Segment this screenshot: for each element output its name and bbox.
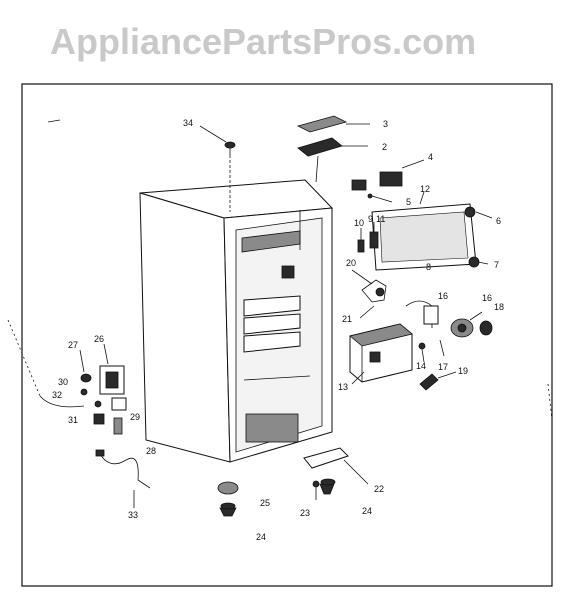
callout-33: 33 bbox=[128, 510, 138, 520]
callout-16-overload: 16 bbox=[482, 293, 492, 303]
left-hardware-parts bbox=[7, 319, 127, 435]
callout-13: 13 bbox=[338, 382, 348, 392]
callout-24-left: 24 bbox=[256, 532, 266, 542]
callout-25: 25 bbox=[260, 498, 270, 508]
callout-17: 17 bbox=[438, 362, 448, 372]
callout-16-relay: 16 bbox=[438, 291, 448, 301]
top-cover-part bbox=[296, 115, 370, 183]
callout-14: 14 bbox=[416, 361, 426, 371]
callout-7: 7 bbox=[494, 260, 499, 270]
thermostat-part bbox=[351, 159, 425, 203]
callout-34: 34 bbox=[183, 118, 193, 128]
callout-8: 8 bbox=[426, 262, 431, 272]
callout-24-right: 24 bbox=[362, 506, 372, 516]
callout-30: 30 bbox=[58, 377, 68, 387]
callout-21: 21 bbox=[342, 314, 352, 324]
callout-12: 12 bbox=[420, 184, 430, 194]
cabinet bbox=[139, 179, 334, 463]
compressor-part bbox=[349, 300, 439, 385]
callout-32: 32 bbox=[52, 390, 62, 400]
leveling-feet-parts bbox=[217, 447, 369, 517]
callout-2: 2 bbox=[382, 142, 387, 152]
switch-parts bbox=[357, 222, 379, 253]
callout-23: 23 bbox=[300, 508, 310, 518]
callout-19: 19 bbox=[458, 366, 468, 376]
callout-28: 28 bbox=[146, 446, 156, 456]
fittings-parts bbox=[418, 339, 457, 391]
callout-10: 10 bbox=[354, 218, 364, 228]
diagram-frame bbox=[21, 83, 553, 587]
control-panel-part bbox=[371, 191, 493, 271]
callout-26: 26 bbox=[94, 334, 104, 344]
callout-3: 3 bbox=[383, 119, 388, 129]
bracket-part bbox=[351, 269, 387, 319]
screw-part bbox=[199, 125, 236, 212]
callout-27: 27 bbox=[68, 340, 78, 350]
callout-4: 4 bbox=[428, 152, 433, 162]
callout-5: 5 bbox=[406, 197, 411, 207]
callout-20: 20 bbox=[346, 258, 356, 268]
callout-22: 22 bbox=[374, 484, 384, 494]
callout-31: 31 bbox=[68, 415, 78, 425]
callout-9: 9 bbox=[368, 214, 373, 224]
overload-parts bbox=[450, 311, 493, 338]
callout-18: 18 bbox=[494, 302, 504, 312]
power-cord-part bbox=[95, 449, 151, 508]
callout-6: 6 bbox=[496, 216, 501, 226]
callout-11: 11 bbox=[376, 214, 385, 224]
watermark-text: AppliancePartsPros.com bbox=[50, 21, 476, 62]
callout-29: 29 bbox=[130, 412, 140, 422]
